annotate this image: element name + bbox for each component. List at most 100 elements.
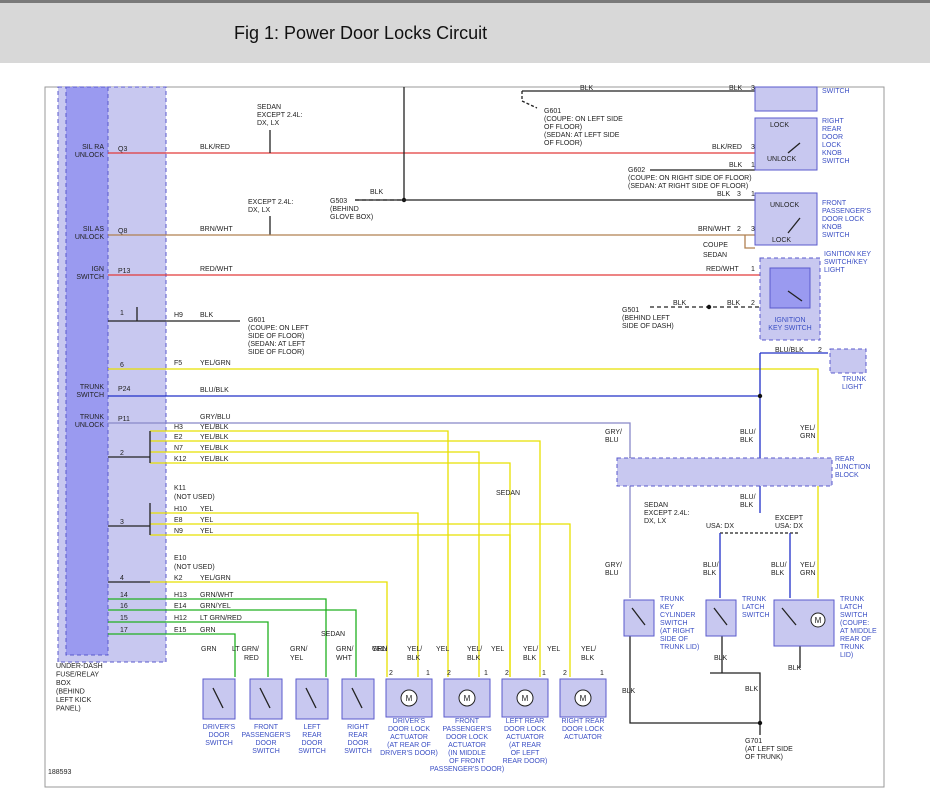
wire-label-blu: BLU/: [740, 429, 756, 436]
relay-pin-2: 2: [120, 450, 124, 457]
front-passenger-door-lock-actuator-label: FRONT: [455, 718, 480, 725]
ground-g601-top: G601: [544, 108, 561, 115]
wire-color-label: WHT: [336, 655, 353, 662]
note-except-usa: EXCEPT: [775, 515, 804, 522]
trunk-key-cylinder-label: SIDE OF: [660, 636, 688, 643]
wire-blk-ground: [629, 636, 761, 735]
fuse-box-caption: BOX: [56, 680, 71, 687]
fuse-pin-label-trunk_unlock: TRUNK: [80, 414, 104, 421]
ground-g602: (COUPE: ON RIGHT SIDE OF FLOOR): [628, 175, 752, 182]
note-sedan: SEDAN: [703, 252, 727, 259]
terminal-N7: N7: [174, 445, 183, 452]
wire-color-label: BLK: [407, 655, 421, 662]
pin-1: 1: [751, 162, 755, 169]
drivers-door-lock-actuator-label: DRIVER'S: [393, 718, 426, 725]
wire-color-label: GRN/: [290, 646, 308, 653]
drivers-door-switch-label: SWITCH: [205, 740, 233, 747]
trunk-latch-switch-label: TRUNK: [742, 596, 766, 603]
fp-lock-switch-label: DOOR LOCK: [822, 216, 864, 223]
front-passenger-door-lock-actuator-label: (IN MIDDLE: [448, 750, 486, 757]
trunk-latch-coupe-label: TRUNK: [840, 596, 864, 603]
ground-g601-top: OF FLOOR): [544, 140, 582, 147]
fp-lock-switch-label: FRONT: [822, 200, 847, 207]
ground-g501: SIDE OF DASH): [622, 323, 674, 330]
wire-label-blk: BLK: [729, 162, 743, 169]
fuse-relay-box: [57, 86, 167, 663]
wire-label-blu-blk: BLU/BLK: [775, 347, 804, 354]
lock-label: LOCK: [770, 122, 789, 129]
front-passenger-door-lock-actuator-label: OF FRONT: [449, 758, 485, 765]
right-rear-door-switch-label: RIGHT: [347, 724, 370, 731]
wire-label-grn: GRN: [800, 570, 816, 577]
ground-g601-mid: (SEDAN: AT LEFT: [248, 341, 306, 348]
rr-lock-switch-label: KNOB: [822, 150, 842, 157]
pin-2: 2: [751, 300, 755, 307]
wire-color-label: LT GRN/: [232, 646, 259, 653]
switch-contact: [787, 290, 803, 302]
trunk-latch-switch-coupe: [773, 599, 835, 647]
ground-g503: (BEHIND: [330, 206, 359, 213]
wire-label-blk: BLK: [788, 665, 802, 672]
unlock-label: UNLOCK: [770, 202, 800, 209]
pin-2: 2: [563, 670, 567, 677]
terminal-E15: E15: [174, 627, 187, 634]
ground-g601-top: OF FLOOR): [544, 124, 582, 131]
trunk-key-cylinder-label: TRUNK LID): [660, 644, 699, 651]
front-passenger-door-lock-actuator-label: ACTUATOR: [448, 742, 486, 749]
terminal-K2: K2: [174, 575, 183, 582]
motor-icon: [458, 689, 476, 707]
junction-dot: [706, 304, 712, 310]
left-rear-door-lock-actuator-label: DOOR LOCK: [504, 726, 546, 733]
rr-lock-switch-label: DOOR: [822, 134, 843, 141]
wire-label-yel-grn: YEL/GRN: [200, 360, 231, 367]
left-rear-door-switch-label: LEFT: [303, 724, 321, 731]
wire-color-label: GRN: [372, 646, 388, 653]
ignition-key-switch-label: LIGHT: [824, 267, 845, 274]
wire-color-label: YEL/: [523, 646, 538, 653]
trunk-key-cylinder-label: KEY: [660, 604, 674, 611]
wire-label-brn-wht: BRN/WHT: [200, 226, 233, 233]
wire-label-gry: GRY/: [605, 562, 622, 569]
note-sedan: SEDAN: [496, 490, 520, 497]
ignition-key-inner-label: IGNITION: [774, 317, 805, 324]
relay-pin-17: 17: [120, 627, 128, 634]
wire-label-green: GRN/WHT: [200, 592, 234, 599]
terminal-F5: F5: [174, 360, 182, 367]
fuse-box-caption: PANEL): [56, 706, 81, 713]
note-except-24: DX, LX: [248, 207, 271, 214]
relay-pin-3: 3: [120, 519, 124, 526]
trunk-latch-coupe-label: LATCH: [840, 604, 862, 611]
terminal-Q8: Q8: [118, 228, 127, 235]
pin-1: 1: [600, 670, 604, 677]
fuse-pin-label-sil_ra: SIL RA: [82, 144, 104, 151]
ignition-key-inner-label: KEY SWITCH: [768, 325, 811, 332]
ignition-key-switch-label: SWITCH/KEY: [824, 259, 868, 266]
fp-lock-switch-label: SWITCH: [822, 232, 850, 239]
pin-1: 1: [751, 191, 755, 198]
trunk-light: [829, 348, 867, 374]
trunk-light-label: TRUNK: [842, 376, 866, 383]
trunk-latch-coupe-label: TRUNK: [840, 644, 864, 651]
terminal-H3: H3: [174, 424, 183, 431]
terminal-K11: K11: [174, 485, 186, 492]
note-coupe: COUPE: [703, 242, 728, 249]
ground-g701: OF TRUNK): [745, 754, 783, 761]
right-rear-door-lock-actuator-label: DOOR LOCK: [562, 726, 604, 733]
wire-H12: [108, 621, 269, 677]
ground-g701: G701: [745, 738, 762, 745]
note-except-24: EXCEPT 2.4L:: [248, 199, 293, 206]
wire-color-label: YEL/: [372, 646, 387, 653]
page-header: Fig 1: Power Door Locks Circuit: [0, 0, 930, 63]
note-sedan-except: SEDAN: [257, 104, 281, 111]
switch-contact: [212, 687, 224, 709]
relay-pin-1: 1: [120, 310, 124, 317]
terminal-E14: E14: [174, 603, 187, 610]
fuse-pin-label-trunk_unlock: UNLOCK: [75, 422, 105, 429]
wire-color-label: YEL/: [467, 646, 482, 653]
trunk-key-cylinder-label: (AT RIGHT: [660, 628, 695, 635]
wire-label-yel: YEL/: [800, 425, 815, 432]
left-rear-door-lock-actuator-label: ACTUATOR: [506, 734, 544, 741]
ground-g501: G501: [622, 307, 639, 314]
